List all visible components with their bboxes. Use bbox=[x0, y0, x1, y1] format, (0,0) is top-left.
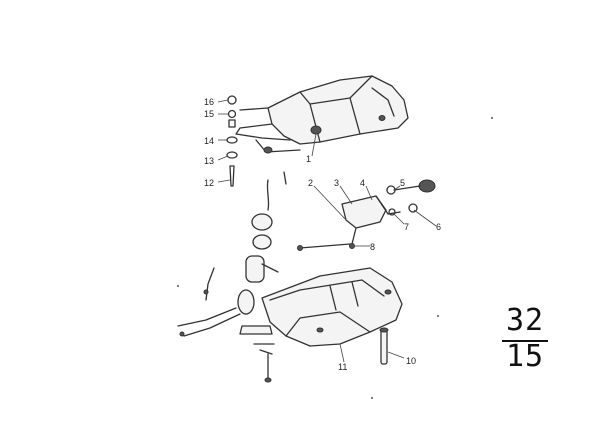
group-code-bottom: 15 bbox=[505, 339, 545, 374]
callout-14: 14 bbox=[204, 136, 214, 146]
leader-lines bbox=[217, 99, 437, 363]
callout-12: 12 bbox=[204, 178, 214, 188]
upper-column-cover[interactable] bbox=[235, 75, 409, 154]
lower-column-cover[interactable] bbox=[261, 267, 403, 347]
group-code-divider bbox=[502, 340, 548, 342]
callout-1: 1 bbox=[306, 154, 311, 164]
group-code-top: 32 bbox=[505, 303, 545, 338]
scan-specks bbox=[177, 117, 493, 399]
callout-5: 5 bbox=[400, 178, 405, 188]
callout-8: 8 bbox=[370, 242, 375, 252]
callout-11: 11 bbox=[338, 362, 347, 372]
callout-16: 16 bbox=[204, 97, 214, 107]
callout-6: 6 bbox=[436, 222, 441, 232]
callout-15: 15 bbox=[204, 109, 214, 119]
screw-stack[interactable] bbox=[226, 95, 238, 187]
callout-4: 4 bbox=[360, 178, 365, 188]
lock-cylinder-parts[interactable] bbox=[177, 171, 287, 383]
callout-2: 2 bbox=[308, 178, 313, 188]
callout-10: 10 bbox=[406, 356, 416, 366]
callout-7: 7 bbox=[404, 222, 409, 232]
long-screw[interactable] bbox=[379, 327, 389, 365]
callouts: 1 2 3 4 5 6 7 8 10 11 12 13 14 15 16 bbox=[204, 97, 441, 372]
callout-13: 13 bbox=[204, 156, 214, 166]
callout-3: 3 bbox=[334, 178, 339, 188]
